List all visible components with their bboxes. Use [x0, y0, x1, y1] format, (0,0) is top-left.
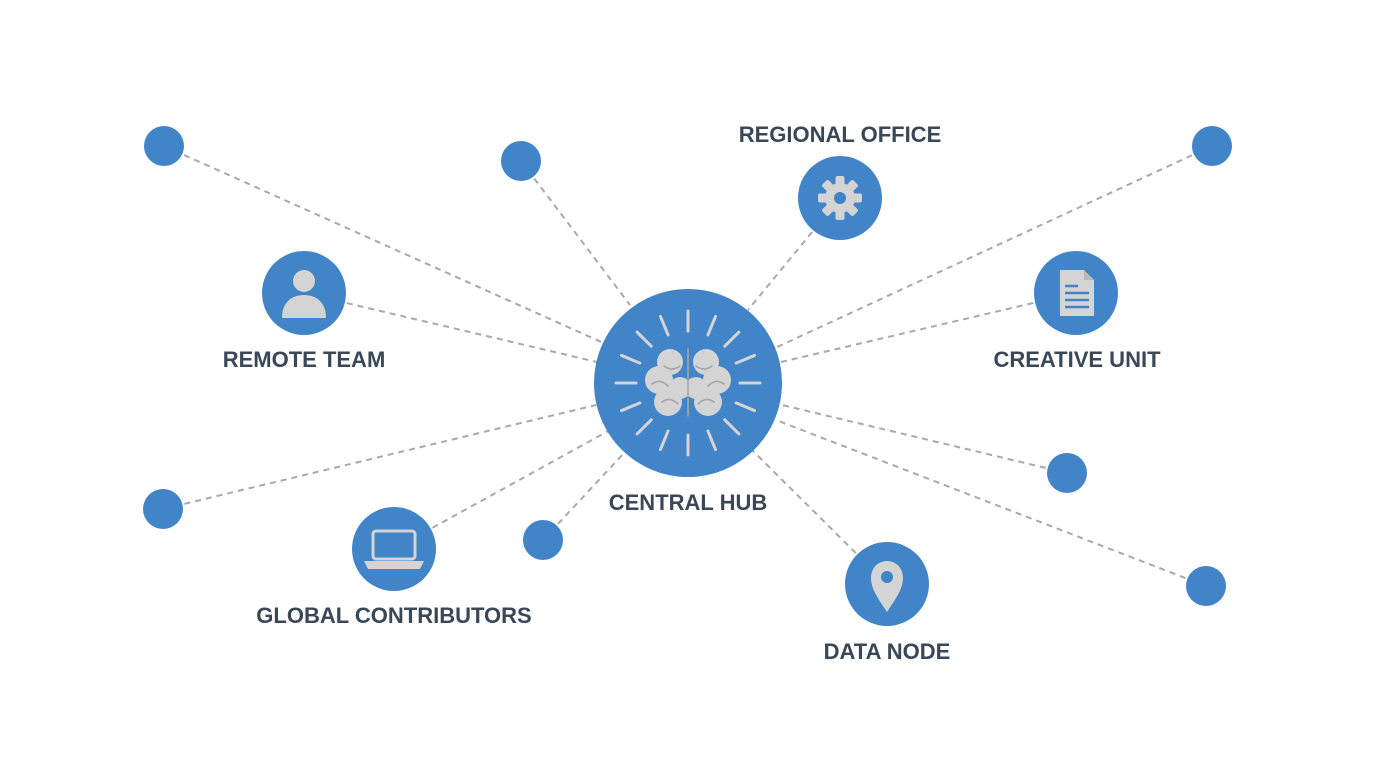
satellite-dots [143, 126, 1232, 606]
data-node-label: DATA NODE [824, 639, 951, 664]
global-contributors-label: GLOBAL CONTRIBUTORS [256, 603, 531, 628]
hub-ray [706, 429, 718, 452]
node-regional-office: REGIONAL OFFICE [739, 122, 942, 240]
connector-bottom-right [775, 419, 1207, 587]
document-icon [1060, 270, 1094, 316]
hub-ray [619, 353, 642, 365]
gear-icon [818, 176, 862, 220]
connector-data-node [751, 449, 888, 585]
hub-ray [706, 314, 718, 337]
hub-ray [734, 353, 757, 365]
remote-team-circle [262, 251, 346, 335]
central-hub: CENTRAL HUB [594, 289, 782, 515]
satellite-dot [144, 126, 184, 166]
hub-ray [635, 330, 653, 348]
hub-ray [635, 418, 653, 436]
satellite-dot [1186, 566, 1226, 606]
satellite-dot [143, 489, 183, 529]
hub-ray [734, 401, 757, 413]
hub-ray [619, 401, 642, 413]
remote-team-label: REMOTE TEAM [223, 347, 386, 372]
hub-rays [614, 309, 762, 457]
satellite-dot [1192, 126, 1232, 166]
central-hub-label: CENTRAL HUB [609, 490, 767, 515]
connector-left-lower [162, 404, 597, 510]
hub-ray [658, 429, 670, 452]
global-contributors-circle [352, 507, 436, 591]
map-pin-icon [871, 561, 903, 612]
hub-ray [658, 314, 670, 337]
connector-global-contributors [393, 429, 611, 550]
connector-right-mid [781, 404, 1068, 474]
connector-lower-mid [542, 451, 626, 541]
satellite-dot [1047, 453, 1087, 493]
connector-top-left [163, 145, 609, 346]
regional-office-label: REGIONAL OFFICE [739, 122, 942, 147]
node-global-contributors: GLOBAL CONTRIBUTORS [256, 507, 532, 628]
connector-top-right [774, 145, 1213, 349]
laptop-icon [364, 529, 424, 569]
node-data-node: DATA NODE [824, 542, 951, 664]
creative-unit-label: CREATIVE UNIT [993, 347, 1161, 372]
hub-ray [723, 330, 741, 348]
user-icon [282, 270, 326, 318]
hub-ray [723, 418, 741, 436]
node-remote-team: REMOTE TEAM [223, 251, 386, 372]
satellite-dot [523, 520, 563, 560]
brain-icon [645, 348, 731, 417]
satellite-dot [501, 141, 541, 181]
node-creative-unit: CREATIVE UNIT [993, 251, 1161, 372]
connector-top-mid [520, 160, 631, 306]
